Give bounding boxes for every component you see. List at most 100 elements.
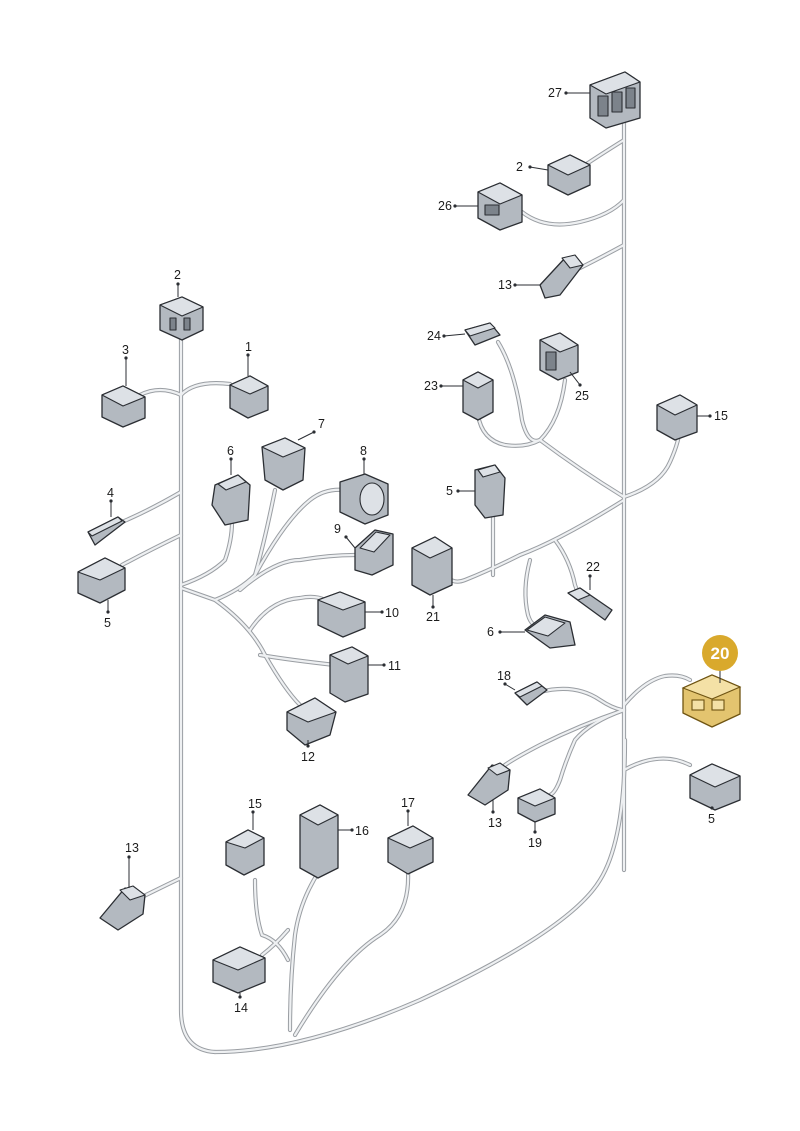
part-20-callout[interactable]: 20 xyxy=(702,635,738,683)
label-5-left: 5 xyxy=(104,616,111,630)
leader-line xyxy=(504,683,516,691)
wire-segment-highlight xyxy=(503,708,626,767)
leader-dot xyxy=(533,830,537,834)
leader-dot xyxy=(312,430,316,434)
label-13-mid: 13 xyxy=(488,816,502,830)
connector-6-left xyxy=(211,474,251,526)
connector-11 xyxy=(329,646,369,703)
leader-dot xyxy=(344,535,348,539)
connector-27 xyxy=(589,71,641,129)
label-16: 16 xyxy=(355,824,369,838)
label-23: 23 xyxy=(424,379,438,393)
wire-segment-highlight xyxy=(520,198,626,226)
wire-segment-highlight xyxy=(583,138,626,167)
leader-dot xyxy=(306,744,310,748)
label-14: 14 xyxy=(234,1001,248,1015)
wire-segment-highlight xyxy=(538,687,624,712)
leader-dot xyxy=(528,165,532,169)
part-labels: 27 2 26 13 24 25 23 15 2 3 1 7 6 8 4 9 5… xyxy=(104,86,728,1015)
label-3: 3 xyxy=(122,343,129,357)
wire-segment-highlight xyxy=(238,553,357,592)
leader-dot xyxy=(498,630,502,634)
connector-12 xyxy=(286,697,337,746)
wire-segment-highlight xyxy=(253,488,347,577)
wire-segment xyxy=(178,519,235,588)
label-9: 9 xyxy=(334,522,341,536)
wire-segment-highlight xyxy=(288,868,322,1032)
leader-dot xyxy=(106,610,110,614)
label-6-mid: 6 xyxy=(487,625,494,639)
leader-dot xyxy=(710,806,714,810)
connector-18 xyxy=(514,681,548,706)
label-2-left: 2 xyxy=(174,268,181,282)
connector-3 xyxy=(101,385,146,428)
leader-dot xyxy=(513,283,517,287)
leader-dot xyxy=(176,282,180,286)
label-27: 27 xyxy=(548,86,562,100)
wire-segment-highlight xyxy=(258,653,337,667)
connector-6-mid xyxy=(524,614,576,649)
wire-segment xyxy=(178,332,218,1055)
label-10: 10 xyxy=(385,606,399,620)
leader-dot xyxy=(442,334,446,338)
harness-wires xyxy=(119,115,693,1055)
connector-17 xyxy=(387,825,434,875)
wire-segment-highlight xyxy=(120,533,183,567)
wire-segment-highlight xyxy=(253,878,290,962)
label-12: 12 xyxy=(301,750,315,764)
leader-dot xyxy=(453,204,457,208)
connector-5-right xyxy=(689,763,741,811)
connector-22 xyxy=(567,587,613,621)
wire-segment xyxy=(212,737,628,1055)
wire-segment-highlight xyxy=(213,738,627,1054)
leader-dot xyxy=(229,457,233,461)
wire-segment-highlight xyxy=(179,333,217,1054)
leader-dot xyxy=(246,353,250,357)
wire-segment-highlight xyxy=(293,870,410,1037)
leader-dot xyxy=(564,91,568,95)
leader-dot xyxy=(431,605,435,609)
label-1: 1 xyxy=(245,340,252,354)
label-25: 25 xyxy=(575,389,589,403)
connector-1 xyxy=(229,375,269,419)
connector-2-left xyxy=(159,296,204,341)
label-7: 7 xyxy=(318,417,325,431)
connector-10 xyxy=(317,591,366,638)
wire-segment-highlight xyxy=(179,382,232,397)
leader-lines xyxy=(106,91,714,999)
leader-dot xyxy=(439,384,443,388)
leader-dot xyxy=(251,810,255,814)
connector-13-mid xyxy=(467,762,511,806)
wire-segment-highlight xyxy=(578,243,626,270)
leader-dot xyxy=(588,574,592,578)
label-13-bottom: 13 xyxy=(125,841,139,855)
label-15-bottom: 15 xyxy=(248,797,262,811)
connector-23 xyxy=(462,371,494,421)
label-19: 19 xyxy=(528,836,542,850)
label-15-top: 15 xyxy=(714,409,728,423)
leader-dot xyxy=(350,828,354,832)
leader-dot xyxy=(362,457,366,461)
connector-14 xyxy=(212,946,266,994)
leader-line xyxy=(297,431,315,441)
connector-26 xyxy=(477,182,523,231)
label-13-top: 13 xyxy=(498,278,512,292)
label-21: 21 xyxy=(426,610,440,624)
wire-segment-highlight xyxy=(138,388,183,397)
leader-line xyxy=(443,333,466,337)
connector-20-highlighted[interactable] xyxy=(681,674,742,728)
label-22: 22 xyxy=(586,560,600,574)
connector-25 xyxy=(539,332,579,381)
label-4: 4 xyxy=(107,486,114,500)
leader-dot xyxy=(238,995,242,999)
leader-dot xyxy=(109,499,113,503)
part-20-badge[interactable] xyxy=(702,635,738,671)
wire-segment-highlight xyxy=(179,520,234,587)
wire-segment-highlight xyxy=(622,674,692,707)
connector-19 xyxy=(517,788,556,823)
connector-2-top xyxy=(547,154,591,196)
connector-16 xyxy=(299,804,339,879)
wire-segment-highlight xyxy=(496,340,567,442)
part-20-badge-label: 20 xyxy=(711,644,730,663)
